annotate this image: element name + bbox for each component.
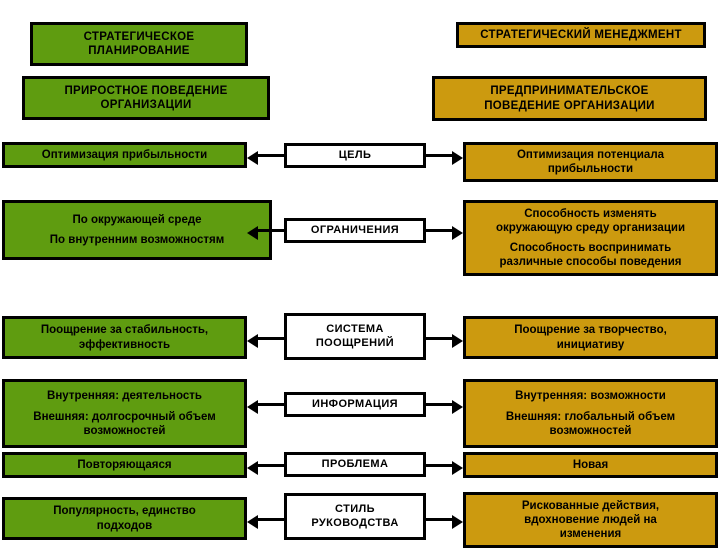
row-information-right-text: возможностей — [549, 424, 632, 437]
row-goal-right-box: Оптимизация потенциала прибыльности — [463, 142, 718, 182]
row-problem-left-box: Повторяющаяся — [2, 452, 247, 478]
row-leadership-style-right-text: вдохновение людей на — [524, 513, 657, 526]
row-problem-left-arrow — [247, 461, 284, 475]
row-information-left-box: Внутренняя: деятельность Внешняя: долгос… — [2, 379, 247, 448]
row-information-center-box: ИНФОРМАЦИЯ — [284, 392, 426, 417]
row-reward-system-left-text: Поощрение за стабильность, — [40, 324, 209, 337]
row-goal-left-arrow — [247, 151, 284, 165]
row-information-left-arrow — [247, 400, 284, 414]
header-line: ПЛАНИРОВАНИЕ — [88, 45, 190, 57]
row-problem-center-box: ПРОБЛЕМА — [284, 452, 426, 477]
row-reward-system-right-box: Поощрение за творчество, инициативу — [463, 316, 718, 359]
row-reward-system-center-box: СИСТЕМА ПООЩРЕНИЙ — [284, 313, 426, 360]
row-limitations-right-text: Способность воспринимать — [509, 242, 672, 255]
row-goal-left-box: Оптимизация прибыльности — [2, 142, 247, 168]
row-problem-right-arrow — [426, 461, 463, 475]
row-limitations-right-text: различные способы поведения — [499, 256, 682, 269]
row-reward-system-left-text: эффективность — [78, 338, 171, 351]
row-leadership-style-right-text: изменения — [559, 528, 622, 540]
row-leadership-style-center-label: СТИЛЬ — [335, 503, 375, 516]
row-leadership-style-left-text: Популярность, единство — [53, 505, 196, 518]
row-information-center-label: ИНФОРМАЦИЯ — [312, 397, 398, 410]
row-problem-left-text: Повторяющаяся — [77, 458, 172, 471]
row-problem-right-text: Новая — [572, 458, 609, 471]
row-leadership-style-left-text: подходов — [96, 519, 153, 532]
row-leadership-style-right-arrow — [426, 515, 463, 529]
row-goal-center-box: ЦЕЛЬ — [284, 143, 426, 168]
row-reward-system-center-label: ПООЩРЕНИЙ — [315, 336, 395, 349]
row-limitations-right-text: окружающую среду организации — [495, 221, 686, 234]
row-reward-system-left-arrow — [247, 334, 284, 348]
row-limitations-center-box: ОГРАНИЧЕНИЯ — [284, 218, 426, 243]
row-leadership-style-center-box: СТИЛЬ РУКОВОДСТВА — [284, 493, 426, 540]
row-information-left-text: Внешняя: долгосрочный объем — [33, 410, 216, 423]
row-goal-right-arrow — [426, 151, 463, 165]
header-line: СТРАТЕГИЧЕСКОЕ — [83, 30, 195, 43]
row-information-right-arrow — [426, 400, 463, 414]
row-leadership-style-left-arrow — [247, 515, 284, 529]
header-line: СТРАТЕГИЧЕСКИЙ МЕНЕДЖМЕНТ — [480, 28, 682, 41]
row-goal-center-label: ЦЕЛЬ — [338, 148, 372, 161]
header-box-incremental-behavior: ПРИРОСТНОЕ ПОВЕДЕНИЕ ОРГАНИЗАЦИИ — [22, 76, 270, 120]
row-goal-right-text: Оптимизация потенциала — [516, 148, 665, 161]
row-reward-system-right-arrow — [426, 334, 463, 348]
row-leadership-style-center-label: РУКОВОДСТВА — [311, 516, 399, 529]
row-goal-left-text: Оптимизация прибыльности — [41, 148, 208, 161]
row-leadership-style-left-box: Популярность, единство подходов — [2, 497, 247, 540]
header-line: ПРИРОСТНОЕ ПОВЕДЕНИЕ — [64, 84, 228, 97]
row-information-left-text: Внутренняя: деятельность — [47, 390, 202, 403]
row-leadership-style-right-box: Рискованные действия, вдохновение людей … — [463, 492, 718, 548]
row-limitations-right-box: Способность изменять окружающую среду ор… — [463, 200, 718, 276]
row-goal-right-text: прибыльности — [547, 163, 634, 175]
header-box-strategic-planning: СТРАТЕГИЧЕСКОЕ ПЛАНИРОВАНИЕ — [30, 22, 248, 66]
row-reward-system-center-label: СИСТЕМА — [326, 323, 384, 336]
header-line: ПОВЕДЕНИЕ ОРГАНИЗАЦИИ — [484, 99, 655, 112]
row-information-right-text: Внешняя: глобальный объем — [505, 410, 676, 423]
row-information-right-text: Внутренняя: возможности — [515, 390, 666, 403]
row-limitations-left-box: По окружающей среде По внутренним возмож… — [2, 200, 272, 260]
row-reward-system-left-box: Поощрение за стабильность, эффективность — [2, 316, 247, 359]
row-reward-system-right-text: Поощрение за творчество, — [514, 324, 667, 337]
row-reward-system-right-text: инициативу — [556, 338, 625, 351]
row-limitations-left-text: По окружающей среде — [72, 213, 202, 226]
row-leadership-style-right-text: Рискованные действия, — [521, 499, 660, 512]
header-box-strategic-management: СТРАТЕГИЧЕСКИЙ МЕНЕДЖМЕНТ — [456, 22, 706, 48]
row-problem-right-box: Новая — [463, 452, 718, 478]
header-box-entrepreneurial-behavior: ПРЕДПРИНИМАТЕЛЬСКОЕ ПОВЕДЕНИЕ ОРГАНИЗАЦИ… — [432, 76, 707, 121]
row-limitations-left-text: По внутренним возможностям — [49, 234, 225, 247]
row-limitations-left-arrow — [247, 226, 284, 240]
header-line: ПРЕДПРИНИМАТЕЛЬСКОЕ — [490, 85, 649, 98]
row-information-right-box: Внутренняя: возможности Внешняя: глобаль… — [463, 379, 718, 448]
row-limitations-right-text: Способность изменять — [524, 207, 657, 220]
row-limitations-center-label: ОГРАНИЧЕНИЯ — [310, 223, 400, 236]
row-limitations-right-arrow — [426, 226, 463, 240]
row-information-left-text: возможностей — [83, 424, 166, 437]
header-line: ОРГАНИЗАЦИИ — [100, 99, 192, 111]
row-problem-center-label: ПРОБЛЕМА — [321, 457, 389, 470]
